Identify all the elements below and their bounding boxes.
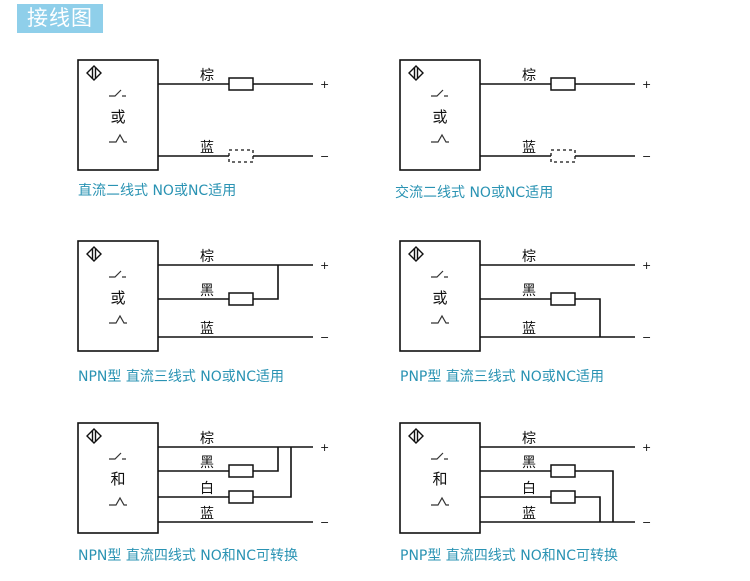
wire-label-white: 白 bbox=[522, 481, 536, 497]
wire-label-brown: 棕 bbox=[200, 431, 214, 447]
wire-label-black: 黑 bbox=[522, 455, 536, 471]
polarity-minus: − bbox=[642, 516, 651, 529]
wire-label-brown: 棕 bbox=[522, 249, 536, 265]
wire-label-blue: 蓝 bbox=[200, 140, 214, 156]
diagram-ac-2wire: 或 棕 + 蓝 − bbox=[399, 59, 651, 171]
white-wire bbox=[480, 496, 601, 522]
polarity-plus: + bbox=[642, 78, 651, 91]
caption-npn-4wire: NPN型 直流四线式 NO和NC可转换 bbox=[78, 548, 299, 564]
caption-dc-2wire: 直流二线式 NO或NC适用 bbox=[78, 183, 237, 199]
polarity-plus: + bbox=[320, 259, 329, 272]
optional-load bbox=[550, 149, 576, 163]
load-resistor bbox=[550, 77, 576, 91]
wire-label-blue: 蓝 bbox=[522, 321, 536, 337]
diagram-pnp-4wire: 和 棕 + 黑 白 蓝 − bbox=[399, 422, 651, 534]
conjunction-label: 和 bbox=[110, 470, 125, 488]
black-wire bbox=[158, 447, 279, 472]
sensor-body bbox=[77, 59, 159, 171]
wire-label-blue: 蓝 bbox=[522, 506, 536, 522]
load-resistor-black bbox=[228, 464, 254, 478]
load-resistor bbox=[228, 77, 254, 91]
polarity-minus: − bbox=[642, 331, 651, 344]
wire-label-blue: 蓝 bbox=[200, 506, 214, 522]
load-resistor bbox=[550, 292, 576, 306]
caption-ac-2wire: 交流二线式 NO或NC适用 bbox=[395, 185, 554, 201]
conjunction-label: 和 bbox=[432, 470, 447, 488]
wire-label-black: 黑 bbox=[522, 283, 536, 299]
caption-npn-3wire: NPN型 直流三线式 NO或NC适用 bbox=[78, 369, 285, 385]
black-wire bbox=[480, 470, 614, 522]
polarity-minus: − bbox=[320, 516, 329, 529]
conjunction-label: 或 bbox=[110, 289, 125, 307]
polarity-plus: + bbox=[642, 259, 651, 272]
sensor-body bbox=[399, 240, 481, 352]
wire-label-blue: 蓝 bbox=[522, 140, 536, 156]
load-resistor-white bbox=[550, 490, 576, 504]
sensor-body bbox=[399, 422, 481, 534]
conjunction-label: 或 bbox=[110, 108, 125, 126]
polarity-plus: + bbox=[320, 441, 329, 454]
optional-load bbox=[228, 149, 254, 163]
page-title: 接线图 bbox=[17, 4, 103, 33]
caption-pnp-4wire: PNP型 直流四线式 NO和NC可转换 bbox=[400, 548, 618, 564]
diagram-pnp-3wire: 或 棕 + 黑 蓝 − bbox=[399, 240, 651, 352]
sensor-body bbox=[399, 59, 481, 171]
sensor-body bbox=[77, 422, 159, 534]
diagram-dc-2wire: 或 棕 + 蓝 − bbox=[77, 59, 329, 171]
diagram-npn-4wire: 和 棕 + 黑 白 蓝 − bbox=[77, 422, 329, 534]
polarity-minus: − bbox=[642, 150, 651, 163]
black-wire bbox=[158, 265, 279, 300]
polarity-minus: − bbox=[320, 150, 329, 163]
caption-pnp-3wire: PNP型 直流三线式 NO或NC适用 bbox=[400, 369, 604, 385]
polarity-plus: + bbox=[642, 441, 651, 454]
wire-label-blue: 蓝 bbox=[200, 321, 214, 337]
wire-label-brown: 棕 bbox=[522, 68, 536, 84]
load-resistor-black bbox=[550, 464, 576, 478]
load-resistor-white bbox=[228, 490, 254, 504]
wire-label-white: 白 bbox=[200, 481, 214, 497]
wire-label-brown: 棕 bbox=[200, 68, 214, 84]
sensor-body bbox=[77, 240, 159, 352]
polarity-minus: − bbox=[320, 331, 329, 344]
diagram-npn-3wire: 或 棕 + 黑 蓝 − bbox=[77, 240, 329, 352]
load-resistor bbox=[228, 292, 254, 306]
wire-label-brown: 棕 bbox=[522, 431, 536, 447]
polarity-plus: + bbox=[320, 78, 329, 91]
wire-label-brown: 棕 bbox=[200, 249, 214, 265]
wire-label-black: 黑 bbox=[200, 283, 214, 299]
wire-label-black: 黑 bbox=[200, 455, 214, 471]
black-wire bbox=[480, 298, 601, 337]
white-wire bbox=[158, 447, 292, 498]
conjunction-label: 或 bbox=[432, 289, 447, 307]
conjunction-label: 或 bbox=[432, 108, 447, 126]
